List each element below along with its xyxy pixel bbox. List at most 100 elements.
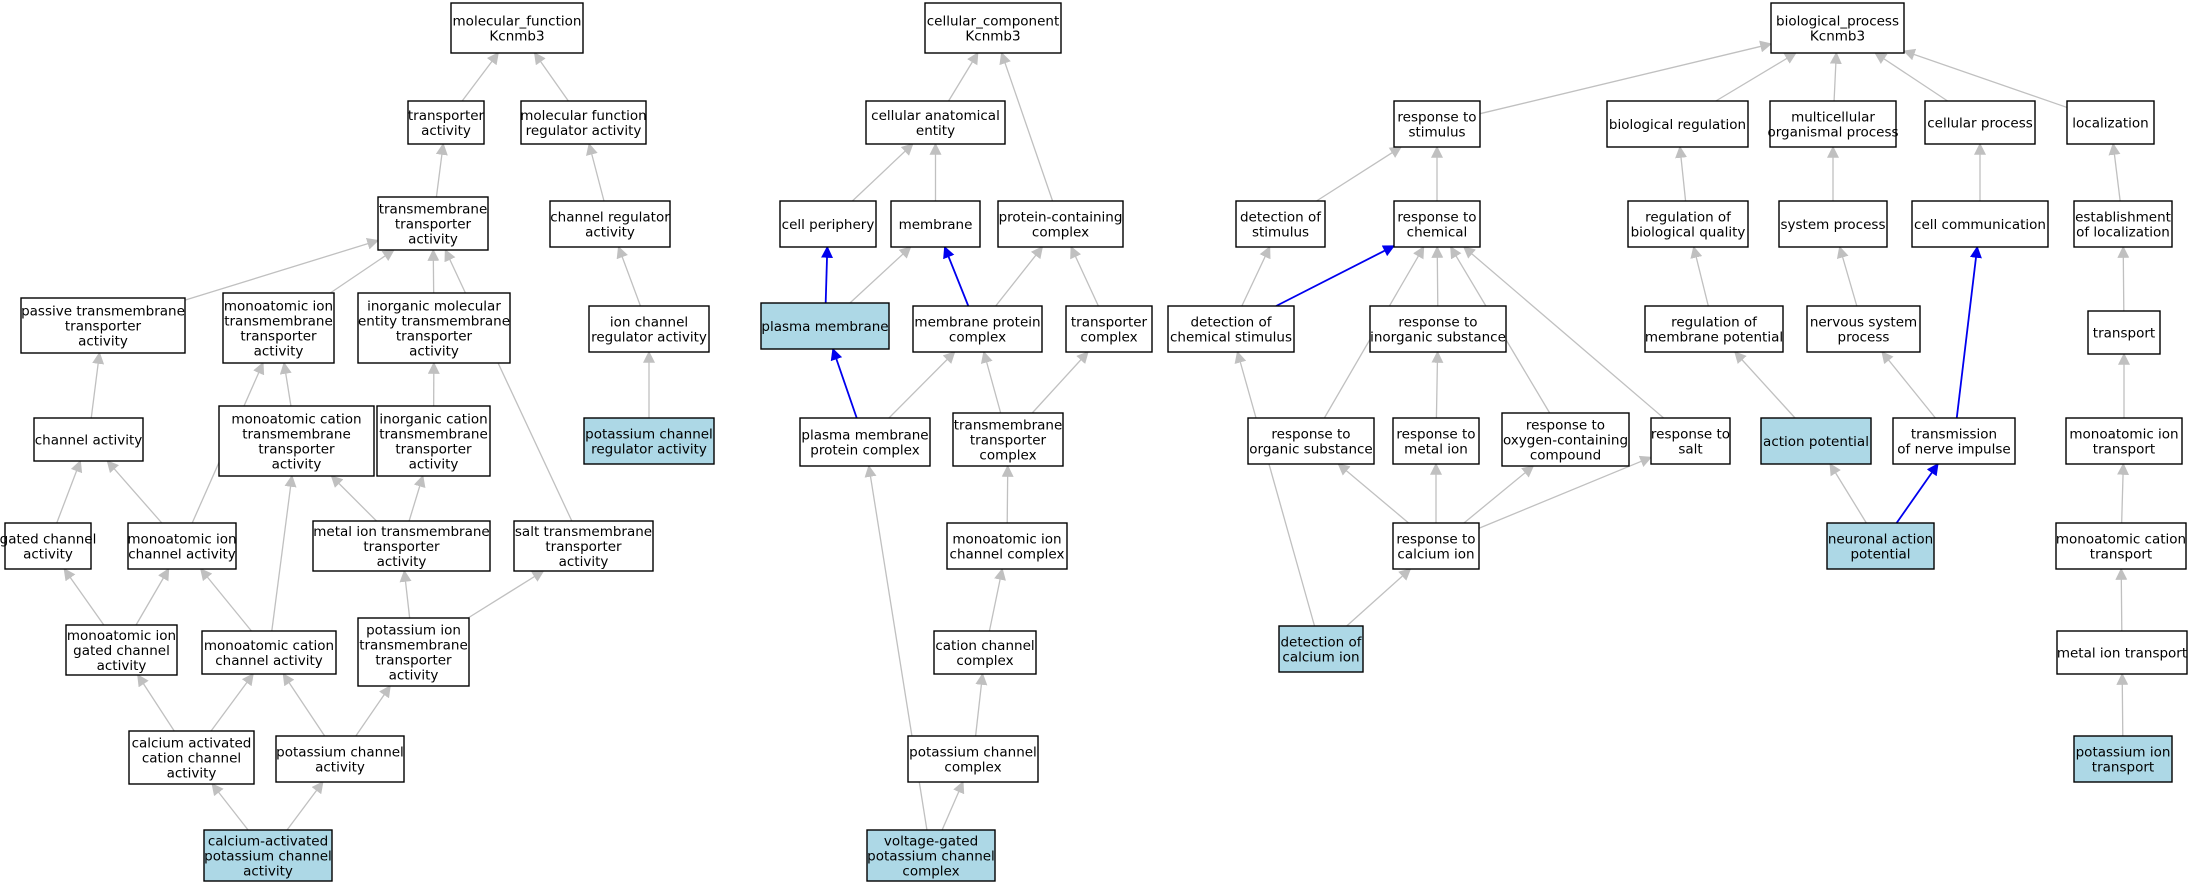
node-label-line: activity <box>97 658 147 674</box>
node-potassium-ion-tm[interactable]: potassium iontransmembranetransporteract… <box>357 617 470 687</box>
node-membrane[interactable]: membrane <box>890 200 981 248</box>
edge-mf_regulator-to-mf_root <box>533 52 569 102</box>
node-label-line: potassium channel <box>909 745 1037 761</box>
edge-monoatomic_ion_tm-to-tm_transporter <box>329 249 395 294</box>
node-cell-communication[interactable]: cell communication <box>1911 200 2049 248</box>
edge-ca_activated_k_channel-to-calcium_activated_cation <box>211 783 249 831</box>
node-action-potential[interactable]: action potential <box>1760 417 1872 465</box>
node-box <box>20 297 186 354</box>
node-label-line: monoatomic ion <box>224 299 333 315</box>
node-plasma-membrane[interactable]: plasma membrane <box>760 302 890 350</box>
node-label-line: chemical stimulus <box>1170 330 1292 346</box>
node-label-line: ion channel <box>610 315 688 331</box>
node-localization[interactable]: localization <box>2066 100 2155 145</box>
node-label-line: potassium channel <box>867 849 995 865</box>
edge-plasma_membrane_protein_complex-to-plasma_membrane <box>830 347 858 419</box>
edge-layer <box>56 40 2130 831</box>
node-channel-activity[interactable]: channel activity <box>33 417 144 462</box>
node-box <box>1369 305 1507 353</box>
node-label-line: establishment <box>2075 210 2171 226</box>
node-cellular-process[interactable]: cellular process <box>1924 100 2036 145</box>
node-label-line: organic substance <box>1249 442 1372 458</box>
node-label-line: response to <box>1526 418 1605 434</box>
edge-response_to_inorganic_substance-to-response_to_chemical <box>1431 245 1444 307</box>
edge-neuronal_action_potential-to-transmission_of_nerve_impulse <box>1895 463 1939 524</box>
node-label-line: neuronal action <box>1828 532 1933 548</box>
node-box <box>407 100 485 145</box>
node-monoatomic-ion-tm[interactable]: monoatomic iontransmembranetransporterac… <box>222 292 335 364</box>
node-label-line: monoatomic cation <box>2056 532 2186 548</box>
edge-transporter_activity-to-mf_root <box>461 52 499 102</box>
node-system-process[interactable]: system process <box>1778 200 1888 248</box>
node-biological-regulation[interactable]: biological regulation <box>1606 100 1749 148</box>
node-transport[interactable]: transport <box>2087 310 2161 355</box>
node-box <box>357 292 511 364</box>
node-monoatomic-cation-tm[interactable]: monoatomic cationtransmembranetransporte… <box>218 405 375 477</box>
node-metal-ion-transport[interactable]: metal ion transport <box>2056 630 2188 675</box>
node-inorganic-cation-tm[interactable]: inorganic cationtransmembranetransporter… <box>376 405 491 477</box>
node-metal-ion-tm[interactable]: metal ion transmembranetransporteractivi… <box>312 520 491 572</box>
node-label-line: channel activity <box>128 547 235 563</box>
node-box <box>1650 417 1731 465</box>
node-box <box>1911 200 2049 248</box>
node-box <box>907 735 1039 783</box>
node-label-line: calcium ion <box>1282 650 1359 666</box>
node-label-line: membrane protein <box>914 315 1040 331</box>
edge-detection_of_stimulus-to-response_to_stimulus <box>1316 146 1403 202</box>
node-cell-periphery[interactable]: cell periphery <box>779 200 877 248</box>
node-box <box>583 417 715 465</box>
node-box <box>1778 200 1888 248</box>
